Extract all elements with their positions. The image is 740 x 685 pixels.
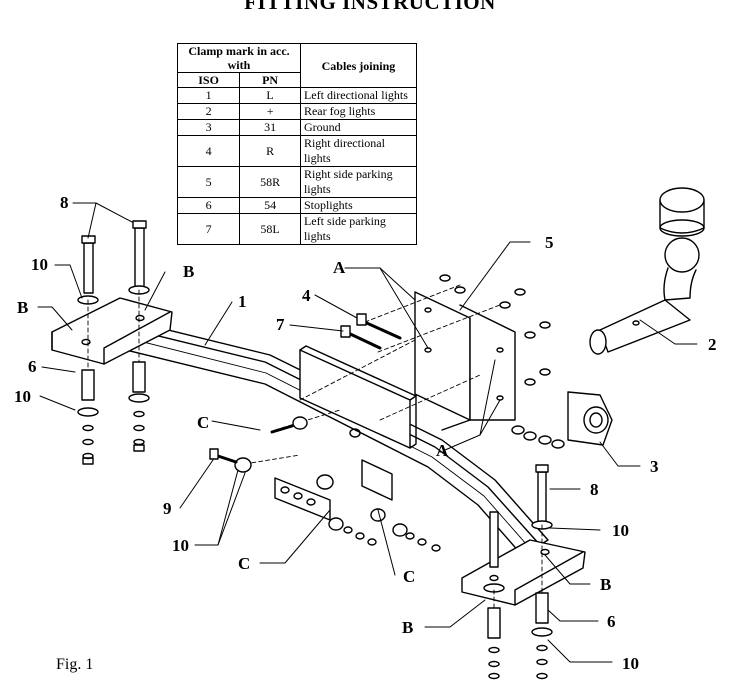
callout-9: 9 xyxy=(163,499,172,518)
pn-cell: 58R xyxy=(239,166,301,198)
callout-10: 10 xyxy=(31,255,48,274)
callout-1: 1 xyxy=(238,292,247,311)
callout-5: 5 xyxy=(545,233,554,252)
callout-a: A xyxy=(333,258,346,277)
cable-cell: Right side parking lights xyxy=(299,166,418,198)
callout-8: 8 xyxy=(60,193,69,212)
left-bracket xyxy=(51,297,173,365)
callout-b: B xyxy=(600,575,611,594)
header-pn: PN xyxy=(239,72,301,88)
tow-ball xyxy=(589,187,705,355)
socket-plate xyxy=(567,391,613,446)
pn-cell: 54 xyxy=(239,197,301,214)
callout-10: 10 xyxy=(14,387,31,406)
page-title: FITTING INSTRUCTION xyxy=(244,0,496,14)
iso-cell: 4 xyxy=(176,135,241,167)
callout-a: A xyxy=(436,441,449,460)
callout-2: 2 xyxy=(708,335,717,354)
callout-c: C xyxy=(403,567,415,586)
cable-cell: Rear fog lights xyxy=(299,103,418,120)
right-bracket xyxy=(461,539,586,606)
callout-3: 3 xyxy=(650,457,659,476)
callout-6: 6 xyxy=(607,612,616,631)
callout-10: 10 xyxy=(622,654,639,673)
clamp-parts xyxy=(209,416,441,552)
callout-b: B xyxy=(183,262,194,281)
right-bolts xyxy=(483,464,553,680)
callout-10: 10 xyxy=(612,521,629,540)
leader-lines xyxy=(37,202,698,663)
callout-7: 7 xyxy=(276,315,285,334)
cable-joining-table: Clamp mark in acc. with Cables joining I… xyxy=(176,43,418,245)
callout-c: C xyxy=(238,554,250,573)
pn-cell: 58L xyxy=(239,213,301,245)
callout-b: B xyxy=(17,298,28,317)
callout-4: 4 xyxy=(302,286,311,305)
mounting-plates xyxy=(299,291,516,449)
callout-10: 10 xyxy=(172,536,189,555)
plate-bolts xyxy=(340,313,402,350)
cable-cell: Left side parking lights xyxy=(299,213,418,245)
callout-labels: 8 10 B B 1 4 7 A 5 6 10 C A 9 10 C C 2 3… xyxy=(14,193,717,673)
figure-label: Fig. 1 xyxy=(56,656,94,673)
table-row: 2+Rear fog lights xyxy=(176,103,418,120)
callout-6: 6 xyxy=(28,357,37,376)
nut-set xyxy=(439,274,565,449)
callout-c: C xyxy=(197,413,209,432)
iso-cell: 7 xyxy=(176,213,241,245)
header-clamp-mark: Clamp mark in acc. with xyxy=(177,43,301,73)
callout-b: B xyxy=(402,618,413,637)
callout-8: 8 xyxy=(590,480,599,499)
